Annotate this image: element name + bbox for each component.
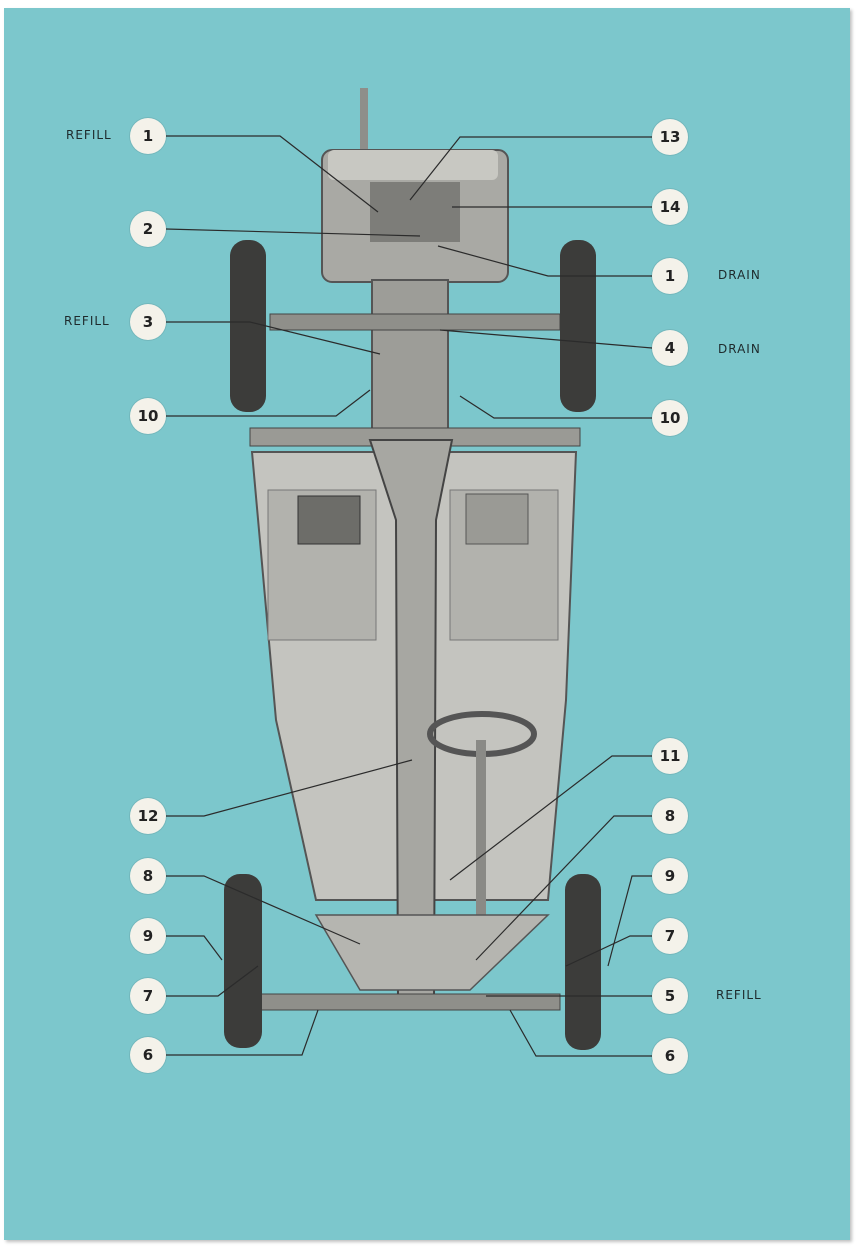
callout-10-right: 10 xyxy=(652,400,688,436)
label-drain-1: DRAIN xyxy=(718,268,761,282)
leader-10b xyxy=(459,395,652,419)
label-refill-3: REFILL xyxy=(64,314,110,328)
callout-8-right: 8 xyxy=(652,798,688,834)
leader-3 xyxy=(166,321,381,355)
leader-1b xyxy=(437,245,652,277)
label-refill-1: REFILL xyxy=(66,128,112,142)
floor-hatch-left xyxy=(297,495,361,545)
callout-9-right: 9 xyxy=(652,858,688,894)
callout-11: 11 xyxy=(652,738,688,774)
leader-10a xyxy=(166,389,371,417)
leader-1a xyxy=(166,135,379,213)
callout-14: 14 xyxy=(652,189,688,225)
leader-7a xyxy=(166,965,259,997)
front-wheel-left xyxy=(230,240,266,412)
callout-7-right: 7 xyxy=(652,918,688,954)
leader-9a xyxy=(166,935,223,961)
callout-6-right: 6 xyxy=(652,1038,688,1074)
label-drain-4: DRAIN xyxy=(718,342,761,356)
leader-6b xyxy=(509,1009,652,1057)
callout-10-left: 10 xyxy=(130,398,166,434)
leader-9b xyxy=(607,875,652,967)
callout-4: 4 xyxy=(652,330,688,366)
leader-8a xyxy=(166,875,361,945)
leader-8b xyxy=(475,815,652,961)
callout-6-left: 6 xyxy=(130,1037,166,1073)
gearbox xyxy=(371,279,449,441)
callout-3: 3 xyxy=(130,304,166,340)
callout-8-left: 8 xyxy=(130,858,166,894)
leader-4 xyxy=(439,329,653,349)
leader-12 xyxy=(166,759,413,817)
steering-column xyxy=(476,740,486,920)
callout-1-right: 1 xyxy=(652,258,688,294)
rear-wheel-left xyxy=(224,874,262,1048)
callout-1-top-left: 1 xyxy=(130,118,166,154)
leader-6a xyxy=(166,1009,319,1056)
engine-top xyxy=(328,150,498,180)
leader-lines xyxy=(165,135,653,1057)
callout-2: 2 xyxy=(130,211,166,247)
front-axle xyxy=(269,313,561,331)
leader-2 xyxy=(165,228,421,237)
rear-frame xyxy=(314,914,550,991)
engine-detail xyxy=(370,182,460,242)
leader-13 xyxy=(409,136,652,201)
steering-column-top xyxy=(360,88,368,158)
front-wheel-right xyxy=(560,240,596,412)
leader-7b xyxy=(565,935,652,967)
rear-wheel-right xyxy=(565,874,601,1050)
callout-9-left: 9 xyxy=(130,918,166,954)
floor-hatch-right xyxy=(465,493,529,545)
callout-13: 13 xyxy=(652,119,688,155)
label-refill-5: REFILL xyxy=(716,988,762,1002)
callout-5: 5 xyxy=(652,978,688,1014)
callout-12: 12 xyxy=(130,798,166,834)
callout-7-left: 7 xyxy=(130,978,166,1014)
leader-11 xyxy=(449,755,652,881)
